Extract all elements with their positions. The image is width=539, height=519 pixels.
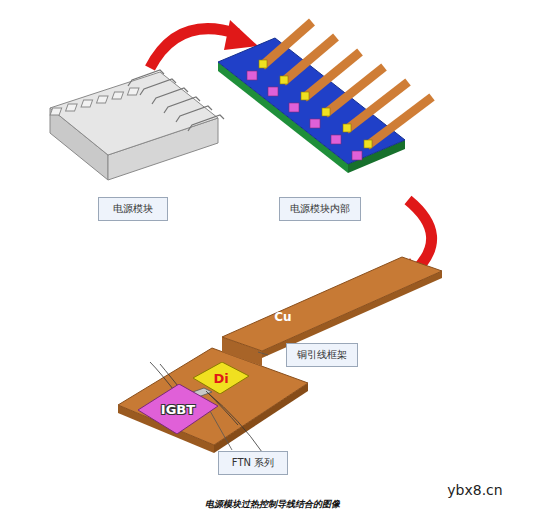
label-box: 电源模块 [98,197,168,221]
module-inner-chips [50,88,139,115]
module-inside [218,22,432,173]
arrow-head [224,20,258,50]
watermark: ybx8.cn [447,482,502,498]
chip-face [193,362,249,394]
leader-line [258,352,268,355]
power-module [50,70,224,180]
box-label: FTN 系列 [229,456,277,470]
module-chips [247,60,372,160]
box-label: 电源模块 [109,202,157,216]
box-label: 铜引线框架 [297,348,347,362]
label-box: 铜引线框架 [286,343,358,367]
copper-leads [262,22,432,146]
igbt-chip: IGBT [138,384,218,434]
diode-chip: Di [193,362,249,394]
module-top [50,72,218,155]
copper-lead-frame [118,257,442,453]
part-name: Cu [274,310,291,324]
chip-label: IGBT [161,402,195,417]
module-leads [128,70,224,131]
caption: 电源模块过热控制导线结合的图像 [205,498,340,511]
copper-strip [222,257,442,351]
box-label: 电源模块内部 [290,202,350,216]
label-box: FTN 系列 [218,451,288,475]
base-plate [118,348,308,445]
label-box: 电源模块内部 [279,197,361,221]
chip-face [138,384,218,434]
chip-label: Di [213,371,228,386]
